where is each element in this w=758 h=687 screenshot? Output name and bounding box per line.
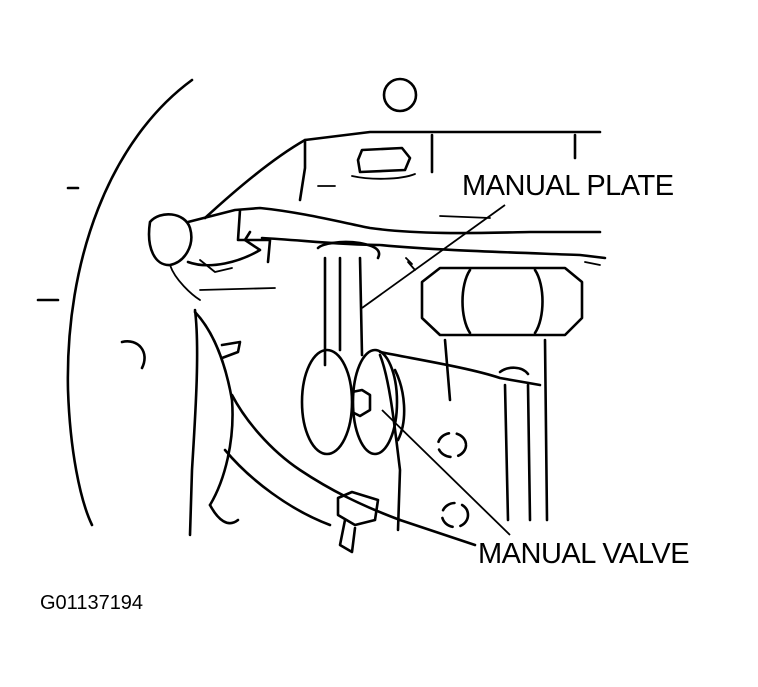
- figure-code: G01137194: [40, 592, 144, 614]
- valve-body-right-detail: [378, 257, 601, 532]
- manual-valve-leader: [381, 409, 511, 536]
- valve-body-housing: [203, 130, 602, 220]
- top-bolt-hole: [382, 77, 418, 113]
- manual-plate: [147, 206, 607, 301]
- hex-nut: [407, 261, 584, 337]
- bottom-bolt: [336, 490, 380, 554]
- left-housing-wall: [188, 308, 477, 547]
- manual-valve-label: MANUAL VALVE: [478, 538, 690, 570]
- manual-plate-leader: [361, 204, 506, 309]
- case-outline: [36, 78, 194, 527]
- manual-valve-stem: [316, 240, 381, 367]
- manual-plate-label: MANUAL PLATE: [462, 170, 674, 202]
- manual-valve-spool: [300, 348, 406, 456]
